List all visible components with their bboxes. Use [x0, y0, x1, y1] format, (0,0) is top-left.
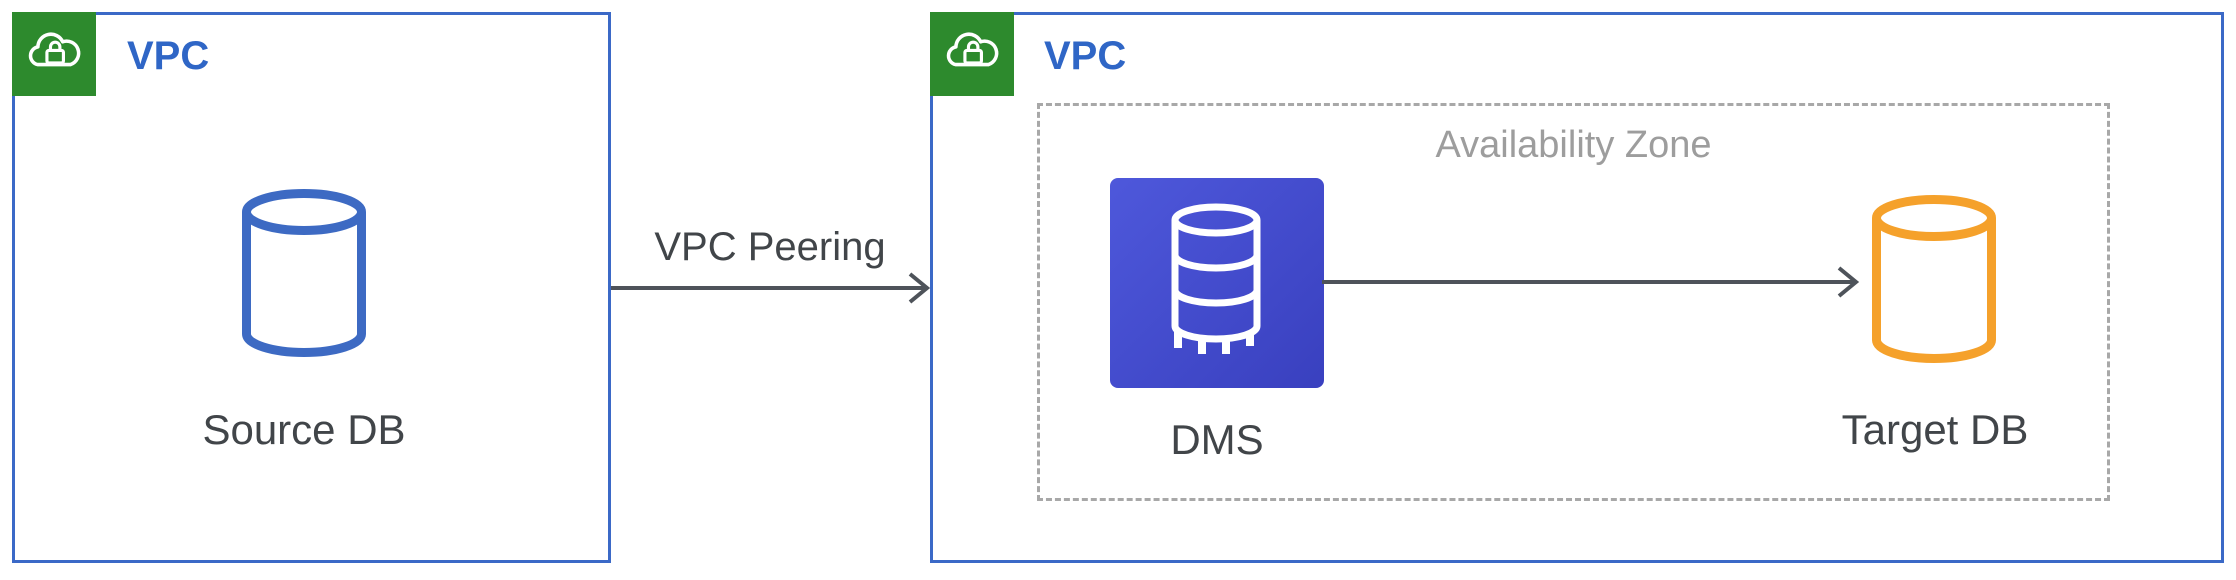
dms-to-target-arrow: [1322, 260, 1862, 309]
source-database-icon: [240, 188, 368, 365]
source-db-label: Source DB: [202, 406, 406, 453]
target-vpc-label: VPC: [1044, 34, 1127, 78]
availability-zone-box: [1037, 103, 2110, 501]
vpc-badge: [930, 12, 1014, 96]
cloud-lock-icon: [939, 19, 1005, 90]
dms-database-glyph-icon: [1110, 176, 1324, 391]
target-db-label: Target DB: [1841, 406, 2029, 453]
vpc-peering-label: VPC Peering: [654, 225, 886, 269]
dms-label: DMS: [1170, 416, 1264, 463]
target-database-icon: [1870, 194, 1998, 371]
vpc-badge: [12, 12, 96, 96]
availability-zone-label: Availability Zone: [1435, 124, 1712, 166]
vpc-peering-arrow: [611, 266, 933, 315]
dms-service-icon: [1110, 178, 1324, 388]
source-vpc-box: [12, 12, 611, 563]
cloud-lock-icon: [21, 19, 87, 90]
source-vpc-label: VPC: [127, 34, 210, 78]
